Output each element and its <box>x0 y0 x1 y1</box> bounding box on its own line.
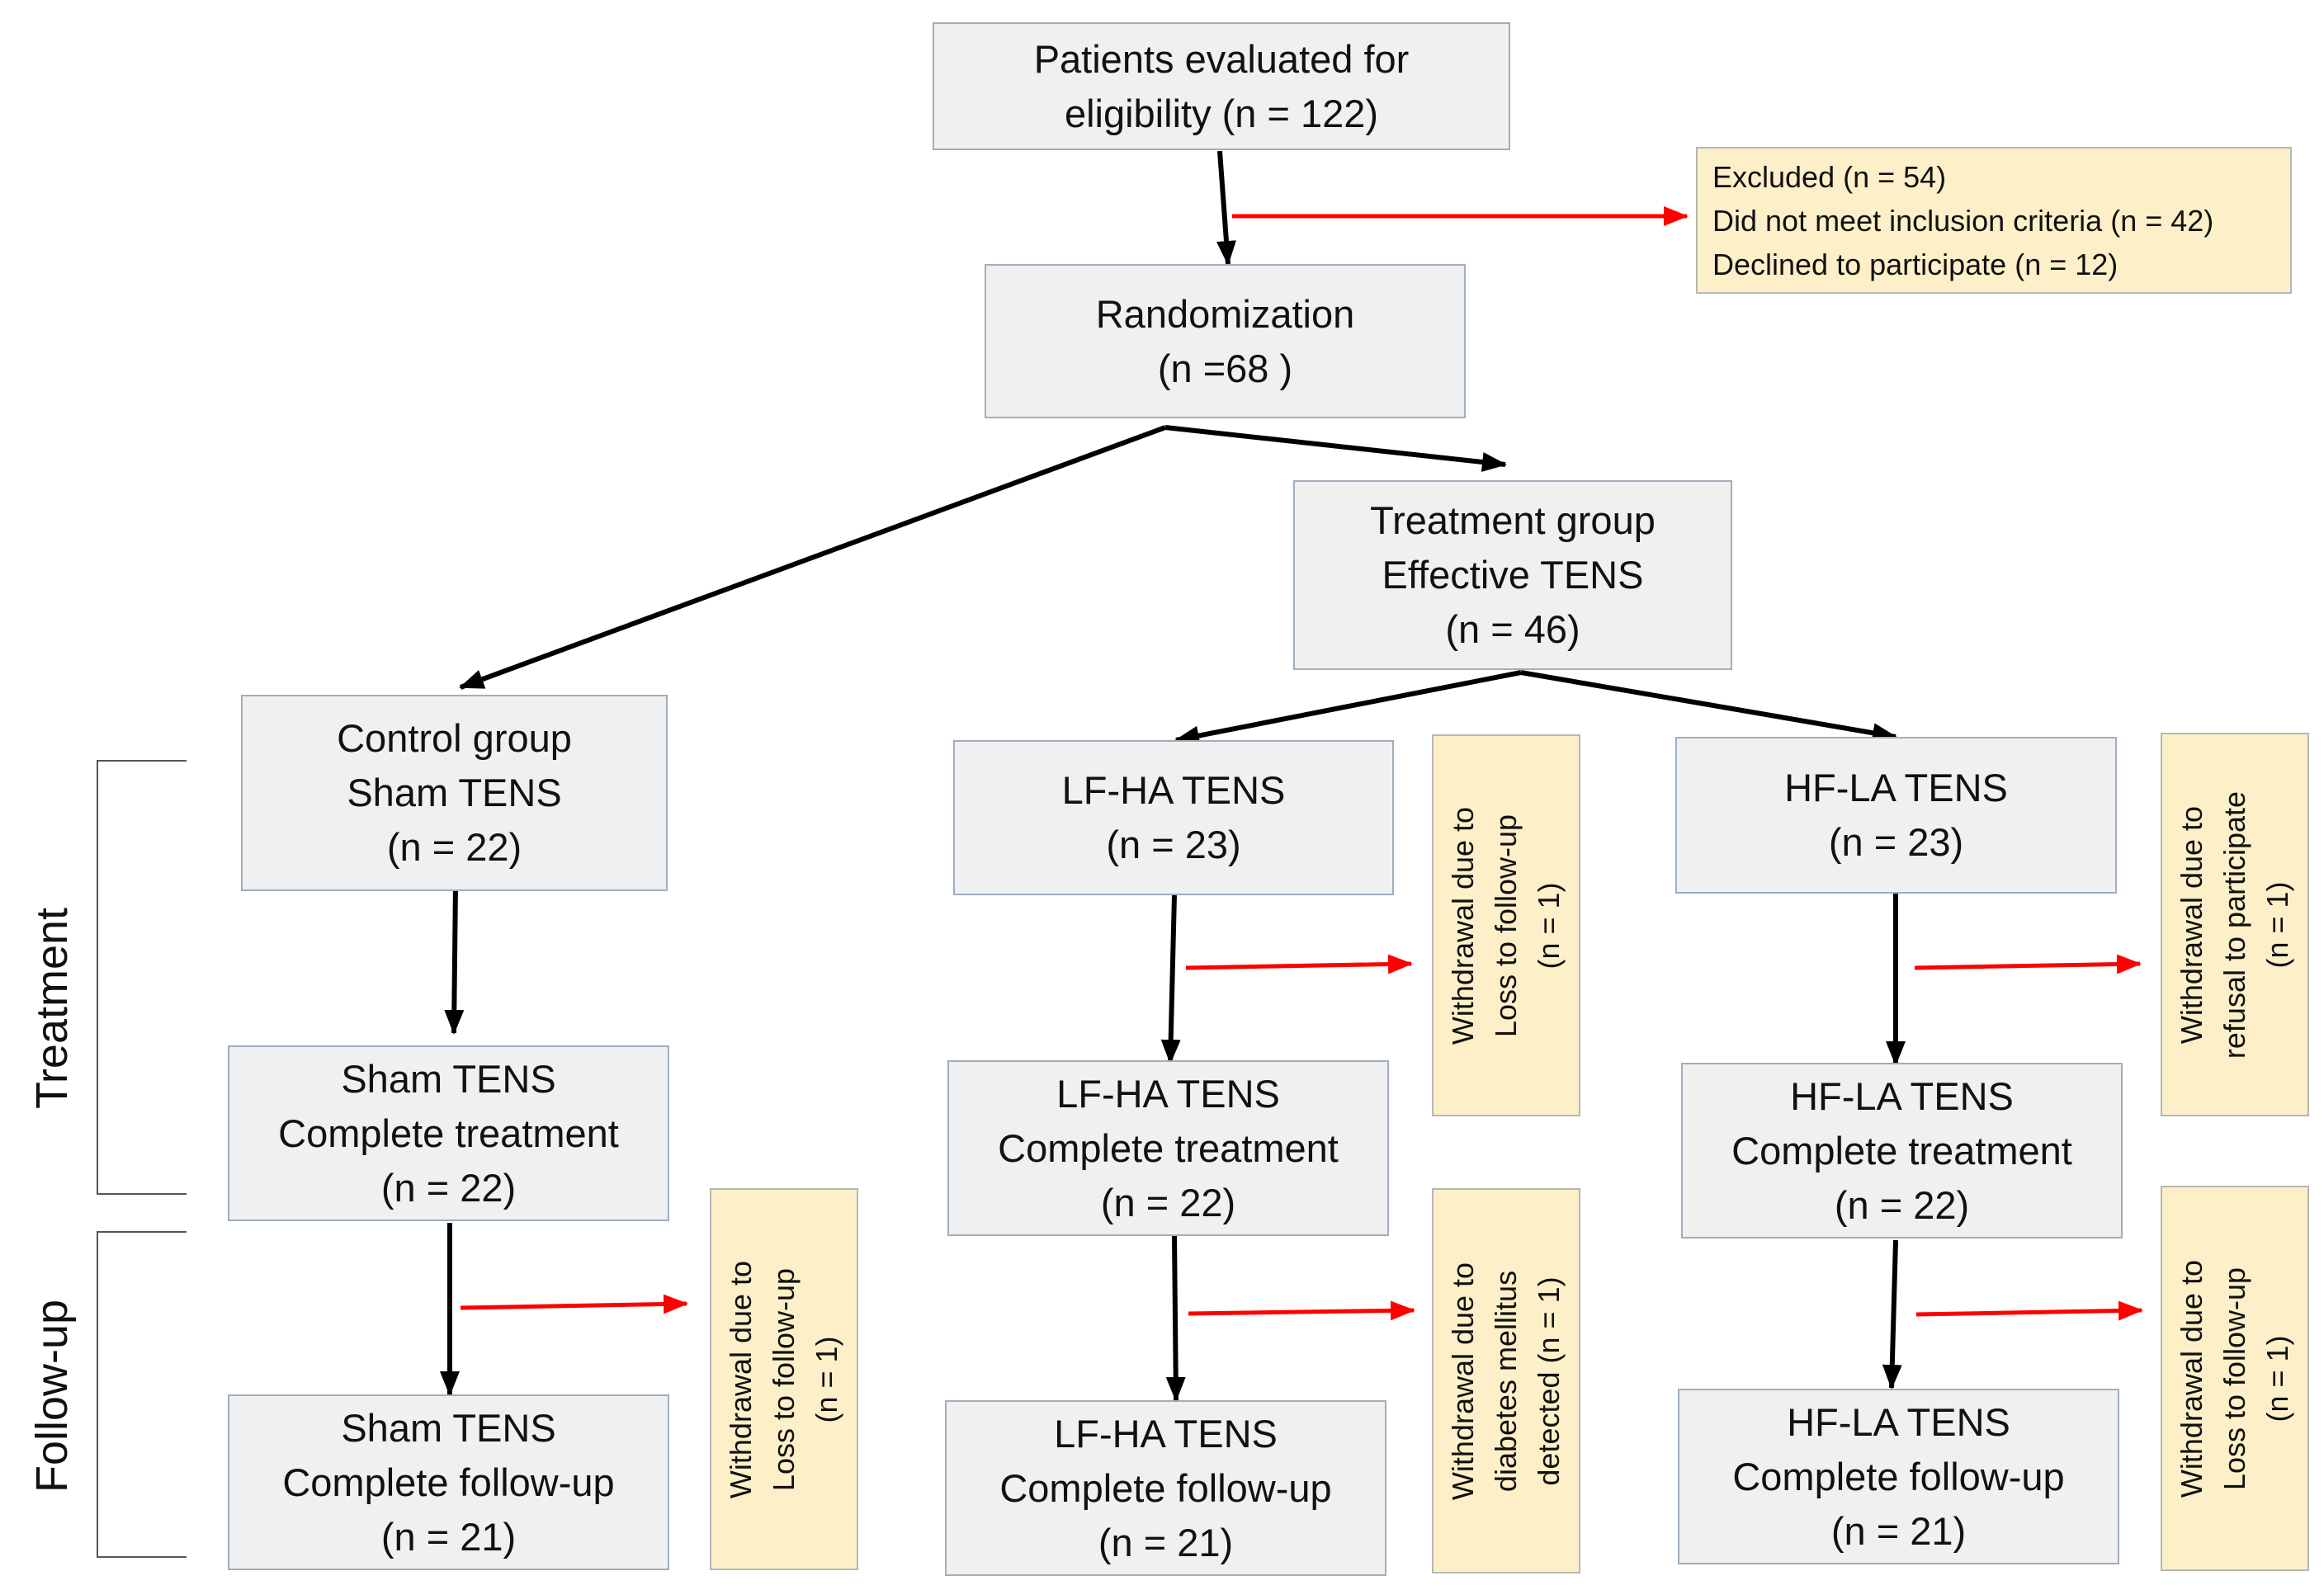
lfha-withdrawal-treatment-text: Withdrawal due to Loss to follow-up (n =… <box>1442 806 1571 1044</box>
excluded-line: Did not meet inclusion criteria (n = 42) <box>1712 203 2214 238</box>
control-group-line: (n = 22) <box>386 825 522 869</box>
control-group-line: Control group <box>337 716 572 760</box>
arrow-randomization-to-control <box>459 425 1167 690</box>
lfha-followup-line: (n = 21) <box>1098 1520 1234 1564</box>
hfla-line: HF-LA TENS <box>1784 766 2008 809</box>
sham-treatment-line: (n = 22) <box>380 1165 517 1210</box>
arrow-lfha-withdrawal-treatment <box>1185 954 1413 974</box>
arrow-treatment-to-hfla <box>1520 670 1897 743</box>
lfha-line: (n = 23) <box>1106 823 1241 866</box>
sham-followup-box: Sham TENS Complete follow-up (n = 21) <box>228 1394 669 1570</box>
treatment-group-line: Treatment group <box>1370 498 1656 542</box>
sham-withdrawal-followup-line: Withdrawal due to <box>724 1260 758 1498</box>
hfla-followup-line: Complete follow-up <box>1732 1454 2065 1498</box>
sham-withdrawal-followup-line: (n = 1) <box>810 1335 843 1423</box>
lfha-withdrawal-treatment-line: (n = 1) <box>1532 881 1566 970</box>
hfla-withdrawal-treatment-note: Withdrawal due to refusal to participate… <box>2161 733 2309 1116</box>
hfla-followup-line: (n = 21) <box>1830 1508 1967 1553</box>
arrow-eligibility-to-randomization <box>1216 150 1236 266</box>
treatment-group-box: Treatment group Effective TENS (n = 46) <box>1293 480 1732 670</box>
control-group-box: Control group Sham TENS (n = 22) <box>241 695 668 891</box>
arrow-randomization-to-treatment <box>1164 425 1507 472</box>
lfha-withdrawal-treatment-line: Loss to follow-up <box>1489 814 1523 1037</box>
lfha-treatment-line: Complete treatment <box>998 1125 1339 1170</box>
excluded-line: Declined to participate (n = 12) <box>1712 247 2119 281</box>
eligibility-line: Patients evaluated for <box>1033 36 1410 81</box>
hfla-withdrawal-treatment-line: (n = 1) <box>2260 880 2294 969</box>
lfha-withdrawal-treatment-line: Withdrawal due to <box>1446 806 1480 1045</box>
lfha-withdrawal-followup-text: Withdrawal due to diabetes mellitus dete… <box>1442 1262 1571 1499</box>
excluded-line: Excluded (n = 54) <box>1712 159 1947 194</box>
hfla-withdrawal-treatment-line: Withdrawal due to <box>2175 805 2208 1044</box>
sham-followup-line: (n = 21) <box>380 1514 517 1559</box>
lfha-withdrawal-followup-line: Withdrawal due to <box>1446 1262 1480 1500</box>
lfha-treatment-box: LF-HA TENS Complete treatment (n = 22) <box>947 1060 1389 1236</box>
hfla-treatment-line: Complete treatment <box>1731 1128 2072 1172</box>
arrow-lfha-treatment-to-followup <box>1165 1234 1186 1402</box>
lfha-withdrawal-treatment-note: Withdrawal due to Loss to follow-up (n =… <box>1432 734 1580 1116</box>
hfla-followup-box: HF-LA TENS Complete follow-up (n = 21) <box>1678 1389 2119 1564</box>
sham-treatment-box: Sham TENS Complete treatment (n = 22) <box>228 1045 669 1221</box>
randomization-line: Randomization <box>1095 291 1355 336</box>
lfha-followup-box: LF-HA TENS Complete follow-up (n = 21) <box>945 1400 1386 1576</box>
excluded-note: Excluded (n = 54) Did not meet inclusion… <box>1696 147 2292 294</box>
lfha-followup-line: LF-HA TENS <box>1054 1411 1278 1456</box>
lfha-treatment-line: LF-HA TENS <box>1056 1071 1280 1116</box>
hfla-withdrawal-followup-line: (n = 1) <box>2260 1334 2294 1423</box>
lfha-treatment-line: (n = 22) <box>1100 1180 1236 1224</box>
hfla-withdrawal-followup-line: Withdrawal due to <box>2175 1259 2208 1498</box>
hfla-withdrawal-treatment-text: Withdrawal due to refusal to participate… <box>2170 790 2299 1058</box>
arrow-treatment-to-lfha <box>1174 670 1522 746</box>
lfha-withdrawal-followup-line: detected (n = 1) <box>1532 1276 1566 1486</box>
sham-followup-line: Complete follow-up <box>282 1460 615 1504</box>
sham-followup-line: Sham TENS <box>341 1405 556 1450</box>
sham-withdrawal-followup-note: Withdrawal due to Loss to follow-up (n =… <box>710 1188 858 1570</box>
sham-withdrawal-followup-text: Withdrawal due to Loss to follow-up (n =… <box>720 1260 848 1498</box>
sham-treatment-line: Complete treatment <box>278 1111 619 1155</box>
randomization-line: (n =68 ) <box>1157 346 1293 390</box>
lfha-withdrawal-followup-line: diabetes mellitus <box>1489 1270 1523 1492</box>
followup-phase-label: Follow-up <box>27 1299 77 1493</box>
hfla-withdrawal-treatment-line: refusal to participate <box>2218 790 2251 1059</box>
randomization-box: Randomization (n =68 ) <box>985 264 1466 418</box>
arrow-lfha-to-lfha-treatment <box>1160 894 1181 1064</box>
lfha-line: LF-HA TENS <box>1061 768 1286 812</box>
hfla-withdrawal-followup-line: Loss to follow-up <box>2218 1267 2251 1490</box>
sham-withdrawal-followup-line: Loss to follow-up <box>767 1267 801 1491</box>
eligibility-line: eligibility (n = 122) <box>1064 91 1379 135</box>
arrow-hfla-withdrawal-followup <box>1915 1300 2143 1321</box>
arrow-control-to-sham-treatment <box>444 884 465 1035</box>
hfla-withdrawal-followup-note: Withdrawal due to Loss to follow-up (n =… <box>2161 1186 2309 1571</box>
followup-bracket <box>97 1231 187 1558</box>
arrow-lfha-withdrawal-followup <box>1188 1300 1415 1321</box>
eligibility-box: Patients evaluated for eligibility (n = … <box>933 22 1510 150</box>
arrow-hfla-withdrawal-treatment <box>1914 954 2142 974</box>
hfla-line: (n = 23) <box>1828 820 1964 864</box>
hfla-followup-line: HF-LA TENS <box>1787 1399 2010 1444</box>
hfla-box: HF-LA TENS (n = 23) <box>1675 737 2117 894</box>
treatment-group-line: Effective TENS <box>1382 553 1644 597</box>
sham-treatment-line: Sham TENS <box>341 1056 556 1101</box>
lfha-withdrawal-followup-note: Withdrawal due to diabetes mellitus dete… <box>1432 1188 1580 1573</box>
control-group-line: Sham TENS <box>347 771 562 814</box>
hfla-treatment-box: HF-LA TENS Complete treatment (n = 22) <box>1681 1063 2123 1239</box>
arrow-sham-withdrawal-followup <box>460 1294 688 1314</box>
hfla-treatment-line: HF-LA TENS <box>1790 1073 2014 1118</box>
hfla-withdrawal-followup-text: Withdrawal due to Loss to follow-up (n =… <box>2170 1259 2299 1497</box>
arrow-hfla-treatment-to-followup <box>1882 1239 1902 1389</box>
treatment-phase-label: Treatment <box>27 907 77 1110</box>
treatment-bracket <box>97 760 187 1195</box>
treatment-group-line: (n = 46) <box>1445 607 1580 651</box>
lfha-followup-line: Complete follow-up <box>999 1465 1332 1510</box>
lfha-box: LF-HA TENS (n = 23) <box>953 740 1394 895</box>
hfla-treatment-line: (n = 22) <box>1834 1182 1970 1227</box>
